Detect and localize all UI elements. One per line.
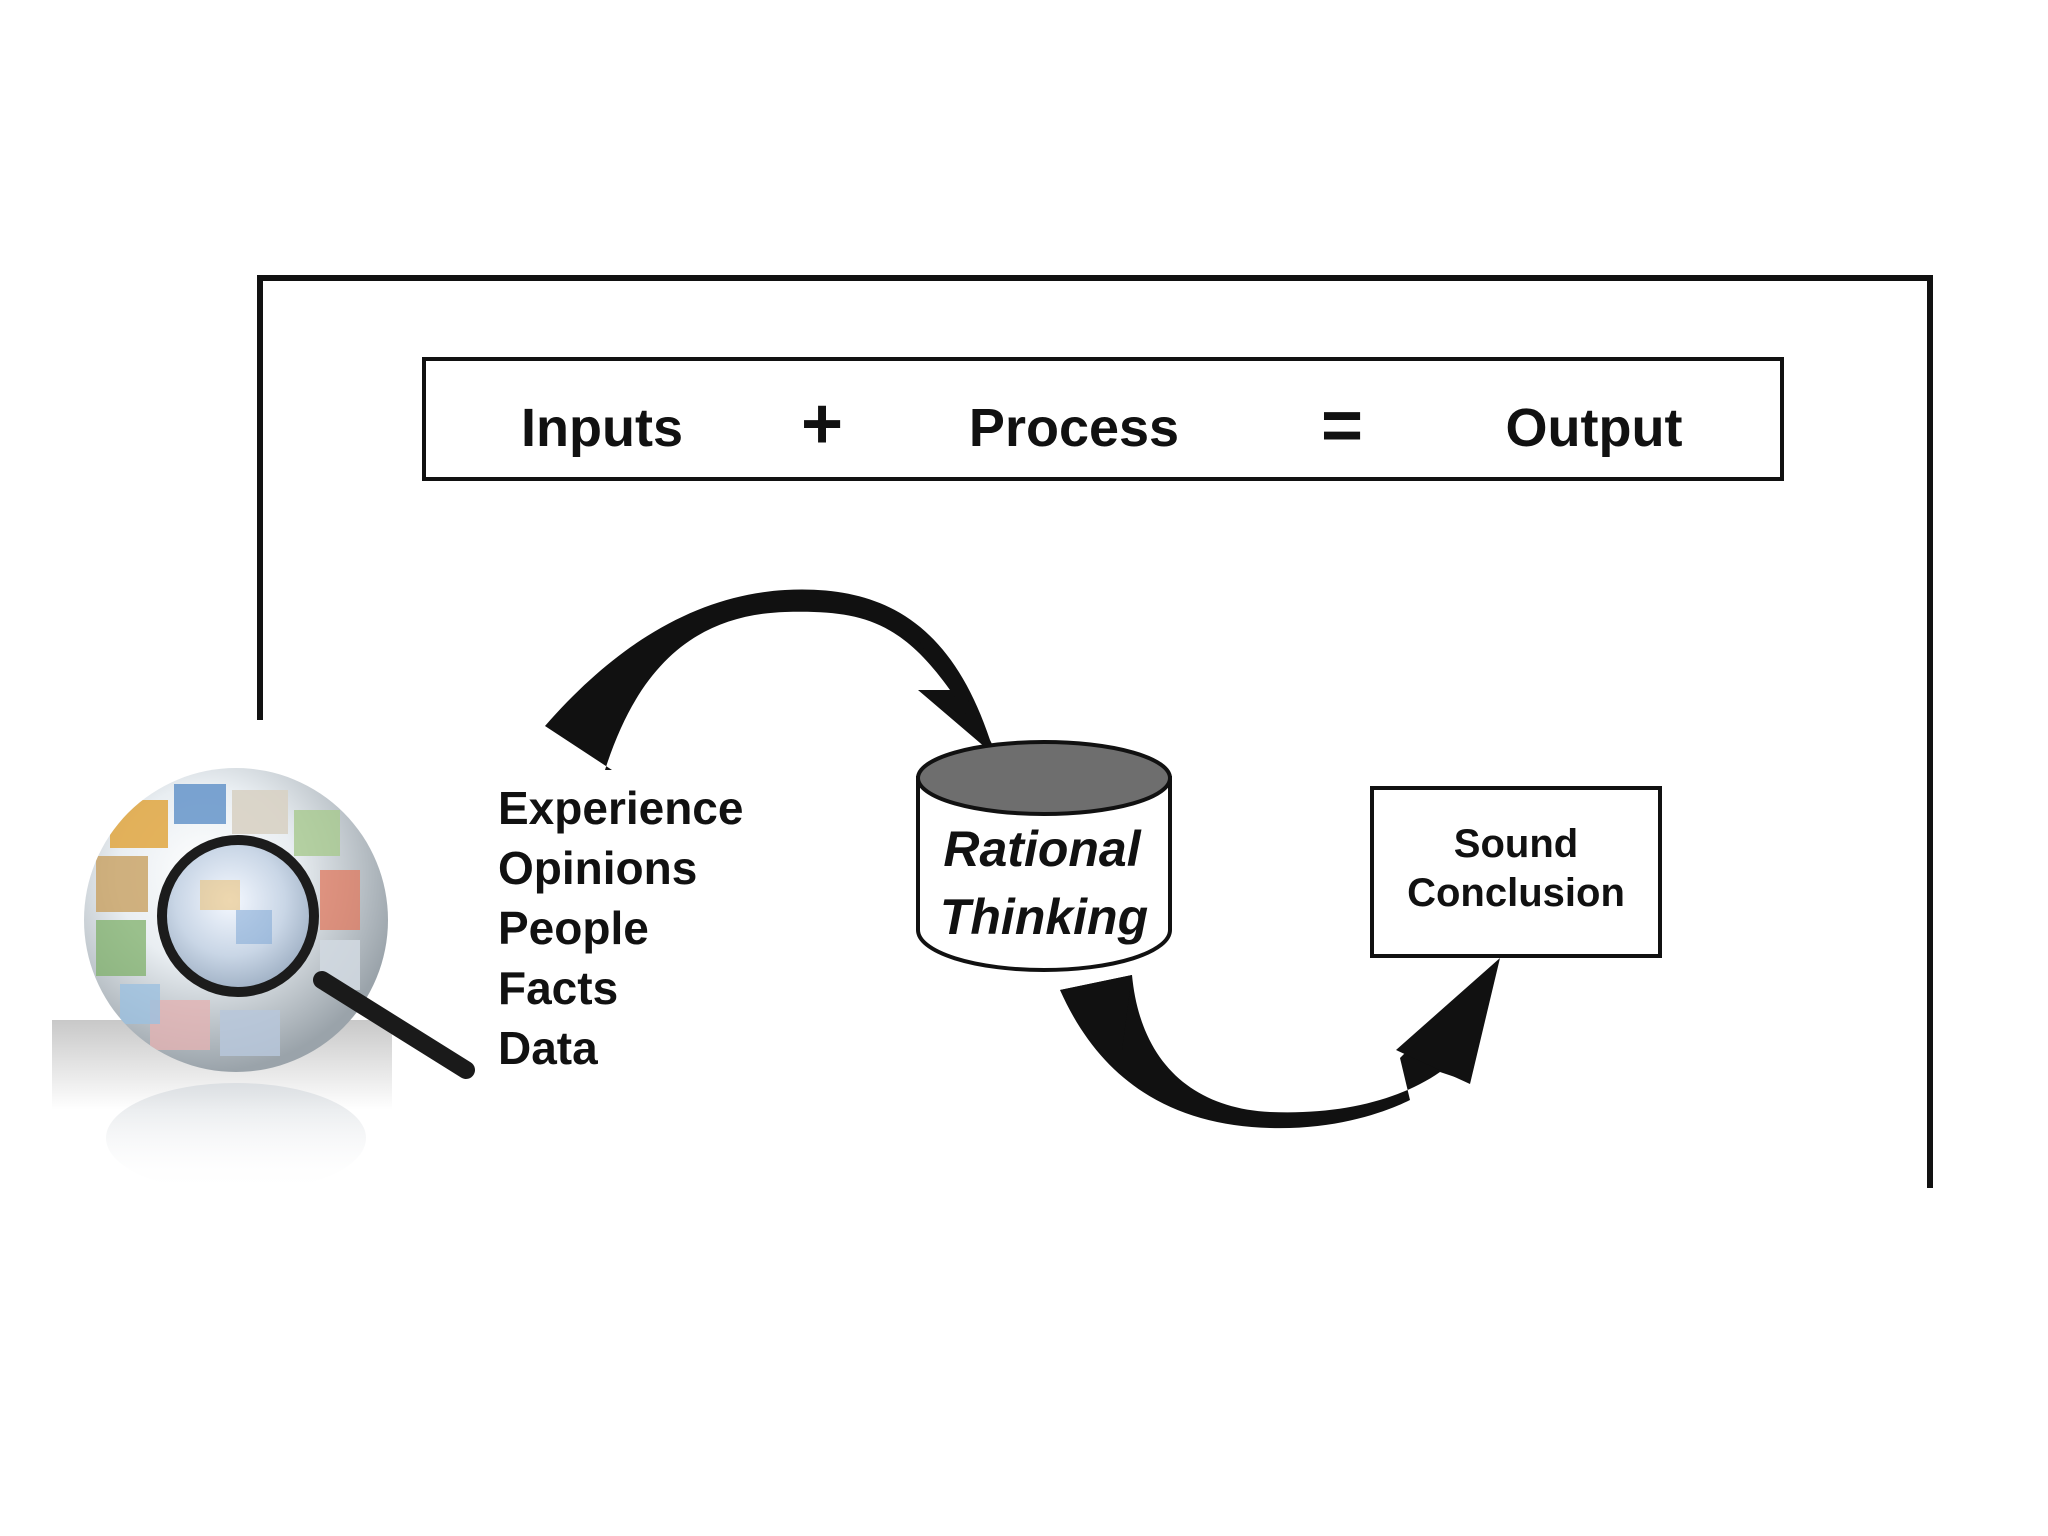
equation-equals: = [1321, 386, 1363, 466]
diagram-frame [257, 275, 1933, 1188]
inputs-list-item: Facts [498, 962, 618, 1014]
arrow-process-to-output [1060, 960, 1498, 1129]
process-label-line2: Thinking [940, 889, 1148, 945]
inputs-list-item: Experience [498, 782, 743, 834]
output-label-line1: Sound [1454, 822, 1578, 866]
globe-reflection [106, 1083, 366, 1193]
arrow-inputs-to-process [545, 589, 1000, 770]
magnifier-handle [313, 971, 475, 1079]
equation-inputs: Inputs [521, 398, 683, 458]
equation-banner [422, 357, 1784, 481]
arrow-process-to-output-head [1396, 958, 1500, 1084]
inputs-list-item: Data [498, 1022, 598, 1074]
inputs-list-item: Opinions [498, 842, 697, 894]
process-label-line1: Rational [943, 821, 1141, 877]
inputs-list-item: People [498, 902, 649, 954]
arrow-inputs-to-process-head [918, 640, 1002, 770]
output-label-line2: Conclusion [1407, 871, 1625, 915]
arrow-process-to-output-tail [1060, 975, 1132, 1050]
process-cylinder [916, 740, 1172, 972]
output-box [1370, 786, 1662, 958]
globe-magnifier-icon [52, 768, 475, 1193]
equation-process: Process [969, 398, 1179, 458]
equation-plus: + [801, 384, 843, 464]
equation-output: Output [1506, 398, 1683, 458]
